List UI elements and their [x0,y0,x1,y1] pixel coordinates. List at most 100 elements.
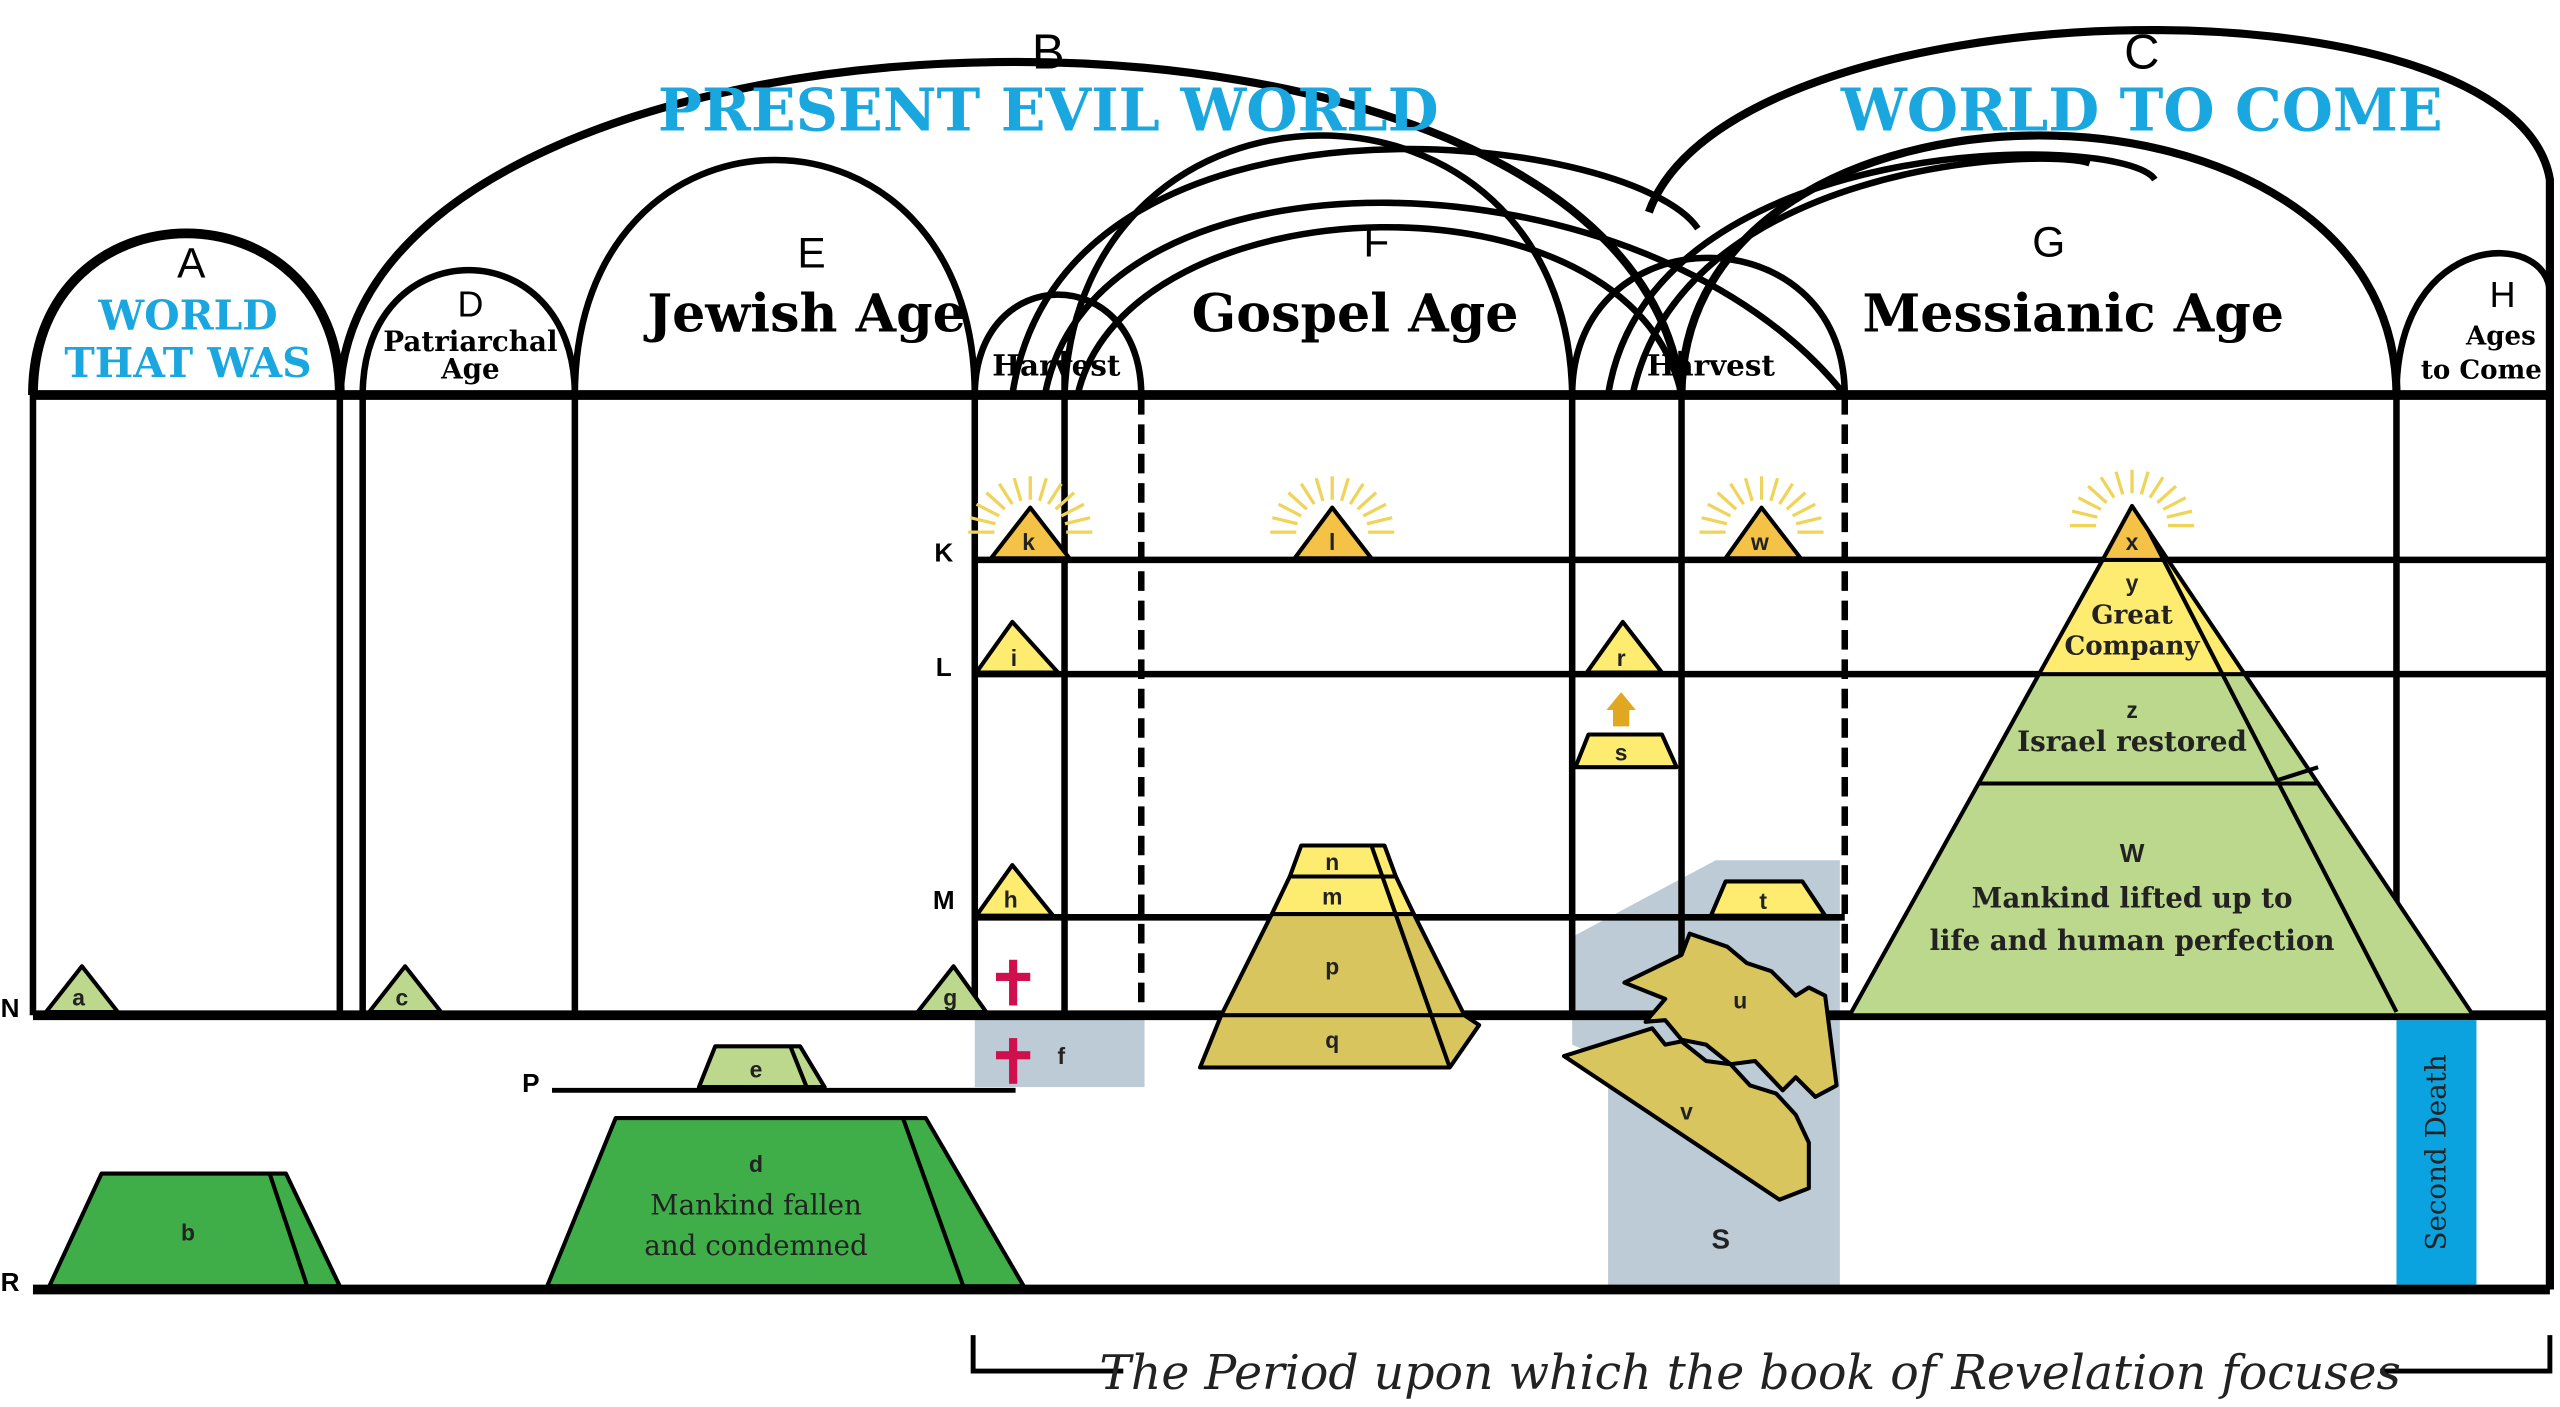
arch-harvest1 [971,291,1145,396]
label-p: p [1325,953,1339,979]
glory-rays [968,469,2195,534]
age-d-line2: Age [440,353,500,386]
glory-ray [2077,496,2102,511]
plane-m: M [933,885,955,915]
glory-ray [2156,484,2177,504]
label-W-line2: life and human perfection [1929,924,2334,957]
glory-ray [2166,509,2193,519]
label-W-line1: Mankind lifted up to [1972,882,2293,915]
glory-ray [1769,477,1780,502]
arch-harvest2 [1568,254,1849,396]
label-f: f [1057,1043,1065,1069]
revelation-period-caption: The Period upon which the book of Revela… [1099,1346,2401,1401]
label-a: a [72,984,85,1010]
figure-g [915,964,989,1015]
label-k: k [1022,529,1035,555]
plane-l: L [936,652,952,682]
plane-k: K [934,537,953,567]
glory-ray [1064,516,1091,526]
glory-ray [985,491,1006,511]
age-h-line2: to Come [2421,355,2542,386]
glory-ray [1795,516,1822,526]
glory-ray [1339,477,1350,502]
label-i: i [1011,645,1017,671]
age-d-line1: Patriarchal [383,325,557,358]
glory-ray [1366,516,1393,526]
world-a-letter: A [177,239,206,286]
label-c: c [395,984,408,1010]
harvest-1-label: Harvest [992,347,1121,382]
glory-ray [2139,471,2150,495]
revelation-bracket-left [970,1335,1124,1374]
label-v: v [1680,1099,1693,1125]
glory-ray [2148,476,2165,499]
label-t: t [1759,888,1767,914]
age-e-title: Jewish Age [643,283,966,344]
age-e-letter: E [797,230,825,277]
glory-ray [1054,491,1076,511]
label-d-line2: and condemned [644,1229,868,1262]
age-h-line1: Ages [2465,320,2536,351]
glory-ray [1287,491,1308,511]
world-b-title: PRESENT EVIL WORLD [658,76,1439,145]
glory-ray [1778,482,1794,506]
arch-overlap-4 [1604,151,2158,396]
glory-ray [1046,482,1063,506]
label-u: u [1733,988,1747,1014]
cross-icon [995,959,1031,1084]
label-b: b [181,1220,195,1246]
label-m: m [1322,883,1342,909]
label-w: w [1750,529,1769,555]
figure-r [1584,619,1664,675]
glory-ray [1729,482,1745,506]
world-a-title-2: THAT WAS [64,339,311,387]
arch-h [2393,250,2554,396]
world-c-title: WORLD TO COME [1840,76,2443,145]
figure-k [989,505,1072,561]
figure-t [1708,879,1828,918]
arch-d [359,266,579,396]
glory-ray [1791,502,1816,518]
label-g: g [943,984,957,1010]
label-q: q [1325,1027,1339,1053]
label-y-line2: Company [2064,631,2200,662]
glory-ray [2162,496,2187,511]
arch-world-to-come [1645,26,2554,1290]
age-d-letter: D [457,285,483,325]
world-a-title-1: WORLD [97,292,277,340]
age-f-letter: F [1363,218,1389,265]
arch-present-evil-world [335,57,1686,396]
label-y-line1: Great [2091,600,2173,631]
label-second-death: Second Death [2419,1054,2452,1250]
glory-ray [1701,516,1728,526]
glory-ray [1314,477,1325,502]
glory-ray [2114,471,2125,495]
arch-overlap-5 [1629,155,2091,396]
glory-ray [2087,484,2108,504]
label-z-line1: Israel restored [2017,725,2247,758]
figure-c [367,964,444,1015]
label-y: y [2126,570,2139,596]
figure-a [43,964,120,1015]
figure-q [1197,1013,1482,1070]
glory-ray [1743,477,1754,502]
glory-ray [1356,491,1378,511]
arrow-up [1606,692,1636,727]
arch-f [1061,132,1576,396]
label-h: h [1004,887,1018,913]
age-g-letter: G [2032,218,2065,265]
glory-ray [1277,502,1302,518]
label-x: x [2126,529,2139,555]
glory-ray [1707,502,1732,518]
age-h-letter: H [2490,275,2516,315]
glory-ray [1362,502,1387,518]
label-W: W [2120,838,2145,868]
plane-n: N [1,993,20,1023]
label-l: l [1329,529,1335,555]
plane-p: P [522,1068,539,1098]
figure-l [1292,505,1374,561]
label-r: r [1617,645,1626,671]
figure-b [47,1171,342,1289]
glory-ray [1785,491,1807,511]
glory-ray [969,516,996,526]
